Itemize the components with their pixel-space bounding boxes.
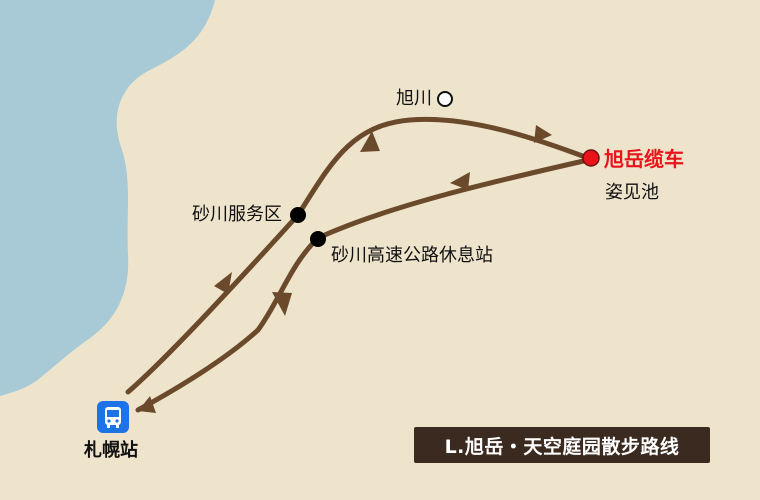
label-asahikawa: 旭川 xyxy=(396,88,432,109)
arrow-return-2 xyxy=(272,292,292,316)
route-outbound xyxy=(125,116,591,395)
asahikawa-marker xyxy=(437,91,453,107)
route-lines xyxy=(125,116,591,413)
route-title-badge: L.旭岳・天空庭园散步路线 xyxy=(414,427,710,463)
arrow-return-1 xyxy=(450,172,470,190)
sunagawa-rest-marker xyxy=(310,231,326,247)
arrow-outbound-1 xyxy=(214,272,232,294)
sea-area xyxy=(0,0,215,396)
label-ropeway: 旭岳缆车 xyxy=(604,147,684,171)
label-pond: 姿见池 xyxy=(605,182,659,203)
ropeway-marker xyxy=(582,149,600,167)
route-arrows xyxy=(138,125,552,413)
label-sunagawa-rest: 砂川高速公路休息站 xyxy=(331,245,493,266)
sunagawa-sa-marker xyxy=(290,207,306,223)
arrow-return-3 xyxy=(138,396,156,413)
route-return xyxy=(135,157,591,413)
arrow-outbound-2 xyxy=(360,131,380,152)
bus-icon xyxy=(97,401,129,433)
label-sunagawa-sa: 砂川服务区 xyxy=(192,204,282,225)
label-sapporo: 札幌站 xyxy=(84,440,138,461)
arrow-outbound-3 xyxy=(534,125,552,143)
